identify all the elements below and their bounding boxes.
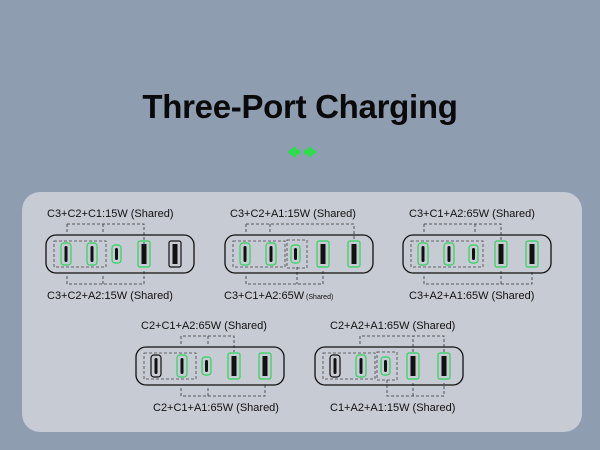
charger-2-diagram [224,223,374,285]
left-right-arrows-icon [287,146,317,158]
charger-4-diagram [135,335,285,397]
charger-3-bottom-label: C3+A2+A1:65W (Shared) [409,290,535,302]
port-c3-icon [150,354,162,378]
port-c1-icon [111,244,122,264]
port-c3-icon [60,242,72,266]
charger-1-bottom-label: C3+C2+A2:15W (Shared) [47,290,173,302]
charger-3-diagram [402,223,552,285]
port-c2-icon [355,354,367,378]
charger-4-bottom-label: C2+C1+A1:65W (Shared) [153,402,279,414]
port-c3-icon [417,242,429,266]
charger-5-diagram [314,335,464,397]
charger-1-top-label: C3+C2+C1:15W (Shared) [47,208,174,220]
port-a1-icon [525,240,539,268]
port-a1-icon [258,352,272,380]
chargers-panel [22,192,582,432]
port-a2-icon [137,240,151,268]
port-c3-icon [239,242,251,266]
charger-5-bottom-label: C1+A2+A1:15W (Shared) [330,402,456,414]
charger-5-top-label: C2+A2+A1:65W (Shared) [330,320,456,332]
charger-3-top-label: C3+C1+A2:65W (Shared) [409,208,535,220]
charger-2-bottom-label: C3+C1+A2:65W (Shared) [224,290,334,302]
port-c2-icon [176,354,188,378]
charger-4-top-label: C2+C1+A2:65W (Shared) [141,320,267,332]
port-c2-icon [443,242,455,266]
port-a1-icon [168,240,182,268]
port-a2-icon [494,240,508,268]
port-a2-icon [227,352,241,380]
port-c1-icon [290,244,301,264]
port-a1-icon [347,240,361,268]
page-title: Three-Port Charging [142,88,458,125]
port-c1-icon [468,244,479,264]
port-a1-icon [437,352,451,380]
port-c1-icon [380,356,391,376]
charger-1-diagram [45,223,195,285]
port-c2-icon [86,242,98,266]
port-c3-icon [329,354,341,378]
port-c1-icon [201,356,212,376]
charger-2-top-label: C3+C2+A1:15W (Shared) [230,208,356,220]
port-c2-icon [265,242,277,266]
port-a2-icon [406,352,420,380]
port-a2-icon [316,240,330,268]
